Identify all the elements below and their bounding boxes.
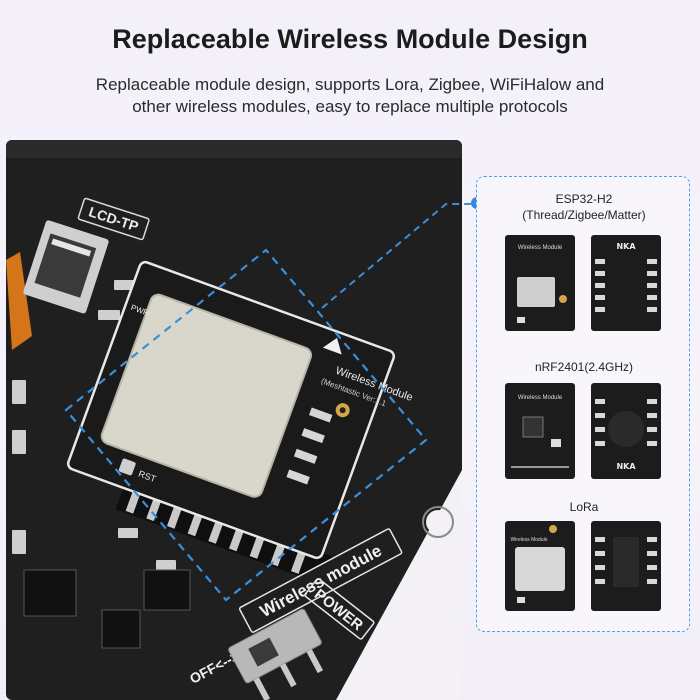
power-switch <box>228 608 324 700</box>
subtitle-line-1: Replaceable module design, supports Lora… <box>95 75 605 94</box>
wireless-module: Wireless Module (Meshtastic Ver:1.1 RST … <box>66 260 414 560</box>
subtitle-line-2: other wireless modules, easy to replace … <box>132 97 568 116</box>
lora-module-back <box>591 521 661 611</box>
esp32-module-back: NKA <box>591 235 661 331</box>
board-photo: LCD-TP <box>6 140 462 700</box>
module-1-protocols: (Thread/Zigbee/Matter) <box>522 208 646 222</box>
rf-shield <box>100 293 313 498</box>
nrf-module-front: Wireless Module <box>505 383 575 479</box>
module-2-title: nRF2401(2.4GHz) <box>477 359 691 375</box>
module-3-name: LoRa <box>569 500 599 514</box>
lcd-connector <box>23 220 109 314</box>
module-1-title: ESP32-H2 (Thread/Zigbee/Matter) <box>477 191 691 223</box>
nrf-module-back: NKA <box>591 383 661 479</box>
module-3-title: LoRa <box>477 499 691 515</box>
ribbon-cable <box>6 252 32 350</box>
mounting-hole <box>426 510 450 534</box>
module-2-name: nRF2401(2.4GHz) <box>534 360 634 374</box>
ic-chip-2 <box>143 569 191 611</box>
svg-text:NKA: NKA <box>616 242 636 251</box>
smd-components <box>12 280 176 570</box>
board-illustration: LCD-TP <box>6 140 462 700</box>
module-1-name: ESP32-H2 <box>555 192 613 206</box>
module-highlight-outline <box>64 248 428 602</box>
module-images: Wireless Module NKA Wireless Module <box>505 235 661 611</box>
ic-chip-3 <box>101 609 141 649</box>
page-title: Replaceable Wireless Module Design <box>112 24 588 54</box>
svg-text:NKA: NKA <box>616 462 636 471</box>
esp32-module-front: Wireless Module <box>505 235 575 331</box>
rst-button <box>118 458 136 476</box>
lora-module-front: Wireless Module <box>505 521 575 611</box>
svg-text:Wireless Module: Wireless Module <box>518 245 563 251</box>
module-options-panel: ESP32-H2 (Thread/Zigbee/Matter) nRF2401(… <box>476 176 690 632</box>
svg-text:Wireless Module: Wireless Module <box>518 395 563 401</box>
svg-text:Wireless Module: Wireless Module <box>511 537 548 543</box>
page-subtitle: Replaceable module design, supports Lora… <box>40 74 660 118</box>
ic-chip-1 <box>23 569 77 617</box>
